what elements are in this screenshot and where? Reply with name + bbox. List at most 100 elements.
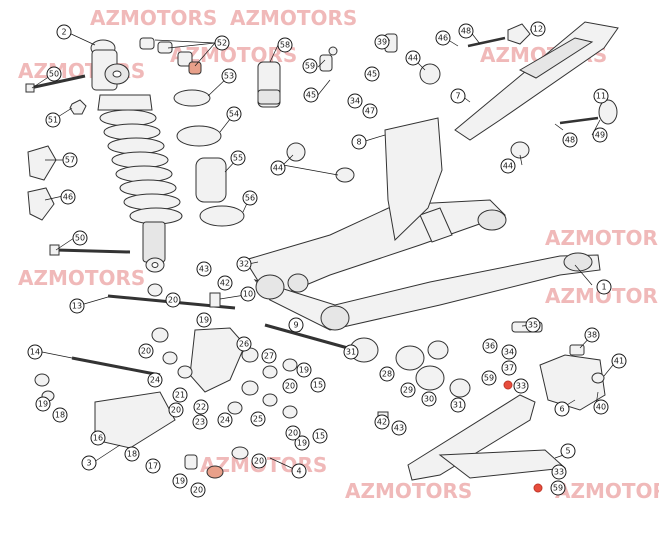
callout-label: 50 (75, 234, 85, 243)
bushing (139, 37, 155, 50)
callout-5: 5 (560, 443, 576, 459)
callout-label: 43 (394, 424, 404, 433)
callout-label: 1 (601, 283, 606, 292)
callout-circle (551, 464, 567, 480)
callout-54: 54 (226, 106, 242, 122)
callout-label: 8 (356, 138, 361, 147)
spring-retainer-56 (199, 205, 245, 227)
callout-42: 42 (374, 414, 390, 430)
callout-circle (379, 366, 395, 382)
clamp-46 (27, 187, 55, 221)
callout-label: 20 (168, 296, 178, 305)
callout-circle (69, 298, 85, 314)
ring-23 (227, 401, 243, 415)
shock-bolts (25, 74, 131, 256)
callout-circle (250, 411, 266, 427)
callout-circle (60, 189, 76, 205)
clamp-57 (27, 145, 57, 181)
callout-circle (310, 377, 326, 393)
linkage-sleeve-ring (257, 89, 281, 105)
callout-label: 19 (297, 439, 307, 448)
chain-slider-plate (438, 449, 567, 479)
callout-circle (277, 37, 293, 53)
callout-label: 11 (596, 92, 606, 101)
callout-20: 20 (282, 378, 298, 394)
callout-label: 10 (243, 290, 253, 299)
callout-57: 57 (62, 152, 78, 168)
callout-circle (593, 88, 609, 104)
callout-label: 24 (150, 376, 160, 385)
callout-label: 32 (239, 260, 249, 269)
callout-39: 39 (374, 34, 390, 50)
callout-label: 42 (220, 279, 230, 288)
callout-circle (584, 327, 600, 343)
callout-circle (611, 353, 627, 369)
callout-circle (172, 473, 188, 489)
callout-circle (296, 362, 312, 378)
callout-19: 19 (294, 435, 310, 451)
callout-19: 19 (35, 396, 51, 412)
callout-15: 15 (310, 377, 326, 393)
callout-20: 20 (251, 453, 267, 469)
callout-label: 44 (503, 162, 513, 171)
callout-circle (285, 425, 301, 441)
callout-1: 1 (596, 279, 612, 295)
callout-circle (90, 430, 106, 446)
callout-45: 45 (364, 66, 380, 82)
callout-44: 44 (405, 50, 421, 66)
seal-25 (262, 393, 278, 407)
callout-label: 54 (229, 110, 239, 119)
callout-label: 44 (273, 164, 283, 173)
callout-55: 55 (230, 150, 246, 166)
callout-24: 24 (147, 372, 163, 388)
callout-circle (391, 420, 407, 436)
callout-label: 28 (382, 370, 392, 379)
callout-circle (421, 391, 437, 407)
swingarm-axle-slot-upper (477, 209, 507, 231)
callout-label: 57 (65, 156, 75, 165)
callout-42: 42 (217, 275, 233, 291)
shock-spring-coils (99, 109, 183, 225)
callout-circle (405, 50, 421, 66)
callout-label: 26 (239, 340, 249, 349)
callout-label: 16 (93, 434, 103, 443)
callout-label: 31 (453, 401, 463, 410)
chain-slider (454, 21, 619, 141)
callout-label: 48 (565, 136, 575, 145)
callout-circle (374, 414, 390, 430)
callout-label: 15 (315, 432, 325, 441)
callout-11: 11 (593, 88, 609, 104)
shock-lower-eye-hole (151, 262, 159, 268)
callout-label: 49 (595, 131, 605, 140)
callout-label: 59 (553, 484, 563, 493)
callout-31: 31 (343, 344, 359, 360)
callout-circle (500, 158, 516, 174)
callout-circle (550, 480, 566, 496)
callout-circle (172, 387, 188, 403)
marker-33 (503, 380, 513, 390)
swingarm-pivot-right (320, 305, 350, 331)
callout-circle (343, 344, 359, 360)
callout-label: 30 (424, 395, 434, 404)
bolt-50-top (29, 74, 86, 90)
callout-16: 16 (90, 430, 106, 446)
callout-label: 33 (516, 382, 526, 391)
mud-plate-8 (384, 117, 443, 242)
callout-circle (214, 35, 230, 51)
callout-30: 30 (421, 391, 437, 407)
callout-circle (525, 317, 541, 333)
callout-53: 53 (221, 68, 237, 84)
callout-20: 20 (138, 343, 154, 359)
callout-label: 15 (313, 381, 323, 390)
callout-13: 13 (69, 298, 85, 314)
callout-label: 50 (49, 70, 59, 79)
clip-12 (507, 23, 531, 45)
callout-circle (270, 160, 286, 176)
callout-43: 43 (391, 420, 407, 436)
callout-label: 52 (217, 39, 227, 48)
callout-label: 27 (264, 352, 274, 361)
watermark: AZMOTORS (555, 479, 659, 503)
callout-12: 12 (530, 21, 546, 37)
callout-44: 44 (500, 158, 516, 174)
callout-20: 20 (285, 425, 301, 441)
